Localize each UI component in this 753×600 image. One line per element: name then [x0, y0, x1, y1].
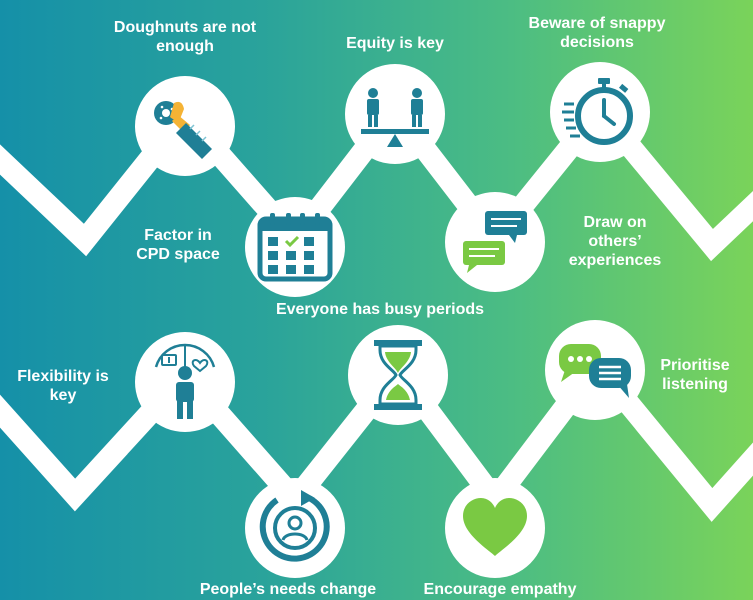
label-flexibility: Flexibility is key: [17, 368, 109, 404]
node-flexibility: [135, 332, 235, 432]
node-stopwatch: [550, 62, 650, 162]
balance-scale-icon: [361, 88, 429, 147]
label-prioritise: Prioritise listening: [660, 357, 730, 393]
label-busy: Everyone has busy periods: [275, 301, 485, 318]
node-empathy: [445, 478, 545, 578]
speech-bubbles-icon: [559, 344, 631, 398]
stopwatch-icon: [562, 78, 633, 145]
hourglass-icon: [374, 340, 422, 410]
label-equity: Equity is key: [346, 35, 444, 52]
calendar-icon: [257, 213, 333, 282]
label-snappy: Beware of snappy decisions: [528, 15, 666, 51]
label-empathy: Encourage empathy: [423, 581, 577, 598]
node-needs: [245, 478, 345, 578]
person-cycle-icon: [259, 490, 330, 562]
label-needs: People’s needs change: [199, 581, 377, 598]
node-calendar: [245, 197, 345, 297]
doughnut-hand-icon: [154, 101, 212, 159]
node-chat: [445, 192, 545, 292]
node-listening: [545, 320, 645, 420]
node-doughnut: [135, 76, 235, 176]
person-choices-icon: [154, 343, 216, 419]
label-doughnuts: Doughnuts are not enough: [113, 19, 257, 55]
node-equity: [345, 64, 445, 164]
chat-bubbles-icon: [463, 211, 527, 273]
heart-icon: [463, 498, 527, 556]
label-cpd: Factor in CPD space: [136, 227, 220, 263]
node-hourglass: [348, 325, 448, 425]
label-others: Draw on others’ experiences: [568, 214, 662, 269]
